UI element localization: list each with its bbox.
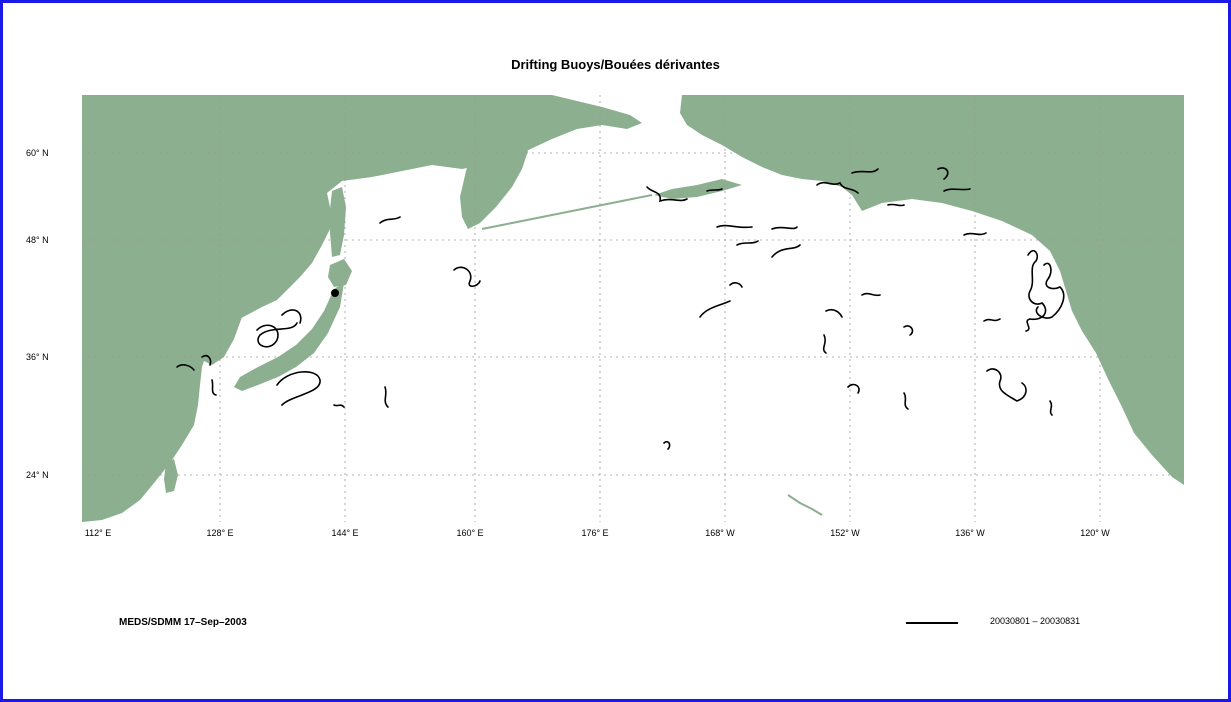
lat-label: 48° N <box>26 235 49 245</box>
buoy-track <box>706 188 723 192</box>
buoy-track <box>453 266 481 288</box>
buoy-track <box>211 379 217 396</box>
lon-label: 176° E <box>581 528 609 538</box>
buoy-track <box>1049 400 1053 416</box>
buoy-track <box>333 404 345 408</box>
land-kamchatka <box>460 139 528 229</box>
buoy-track <box>736 240 759 246</box>
buoy-track <box>256 322 298 348</box>
buoy-track <box>646 186 688 203</box>
buoy-track <box>983 318 1001 322</box>
buoy-track <box>729 282 743 288</box>
buoy-track <box>986 368 1027 402</box>
buoy-track <box>716 224 753 229</box>
legend-line-swatch <box>906 622 958 624</box>
buoy-track <box>771 226 798 230</box>
buoy-tracks <box>176 167 1065 450</box>
buoy-track <box>903 325 914 336</box>
buoy-track <box>276 371 321 406</box>
buoy-track <box>816 181 859 194</box>
land-aleutians <box>481 194 653 230</box>
buoy-track <box>851 168 879 174</box>
lon-label: 112° E <box>84 528 112 538</box>
lon-label: 152° W <box>830 528 860 538</box>
lon-label: 168° W <box>705 528 735 538</box>
credit-text: MEDS/SDMM 17–Sep–2003 <box>119 617 247 628</box>
buoy-track <box>663 440 671 450</box>
buoy-track <box>861 292 881 297</box>
land-alaska-peninsula <box>654 179 742 199</box>
lon-label: 160° E <box>456 528 484 538</box>
lat-label: 60° N <box>26 148 49 158</box>
buoy-track <box>201 354 212 366</box>
map-title: Drifting Buoys/Bouées dérivantes <box>511 57 720 72</box>
buoy-track <box>943 188 971 192</box>
buoy-track <box>699 300 731 318</box>
land-japan-hokkaido <box>328 259 352 287</box>
lon-label: 120° W <box>1080 528 1110 538</box>
graticule <box>82 95 1184 522</box>
buoy-track <box>847 383 860 394</box>
buoy-track <box>903 392 909 410</box>
lat-label: 24° N <box>26 470 49 480</box>
buoy-track <box>379 216 401 224</box>
land-north-america <box>680 95 1184 485</box>
lat-label: 36° N <box>26 352 49 362</box>
land-sakhalin <box>330 187 346 257</box>
buoy-track <box>963 232 987 236</box>
buoy-track <box>384 386 389 408</box>
lon-label: 144° E <box>331 528 359 538</box>
land-asia <box>82 95 642 522</box>
land-korea <box>192 287 242 365</box>
lon-label: 136° W <box>955 528 985 538</box>
buoy-marker <box>331 289 339 297</box>
buoy-track <box>771 244 801 258</box>
legend-label: 20030801 – 20030831 <box>990 616 1081 626</box>
land-taiwan <box>164 459 178 493</box>
buoy-track <box>937 167 949 180</box>
buoy-track <box>825 308 843 318</box>
buoy-track <box>176 364 195 371</box>
buoy-track <box>887 203 905 207</box>
lon-label: 128° E <box>206 528 234 538</box>
land-hawaii <box>787 494 823 516</box>
buoy-track <box>281 309 302 324</box>
map-canvas <box>82 95 1184 522</box>
map-panel <box>82 95 1184 522</box>
buoy-track <box>1025 250 1047 332</box>
buoy-track <box>1035 262 1065 319</box>
buoy-track <box>822 334 827 354</box>
